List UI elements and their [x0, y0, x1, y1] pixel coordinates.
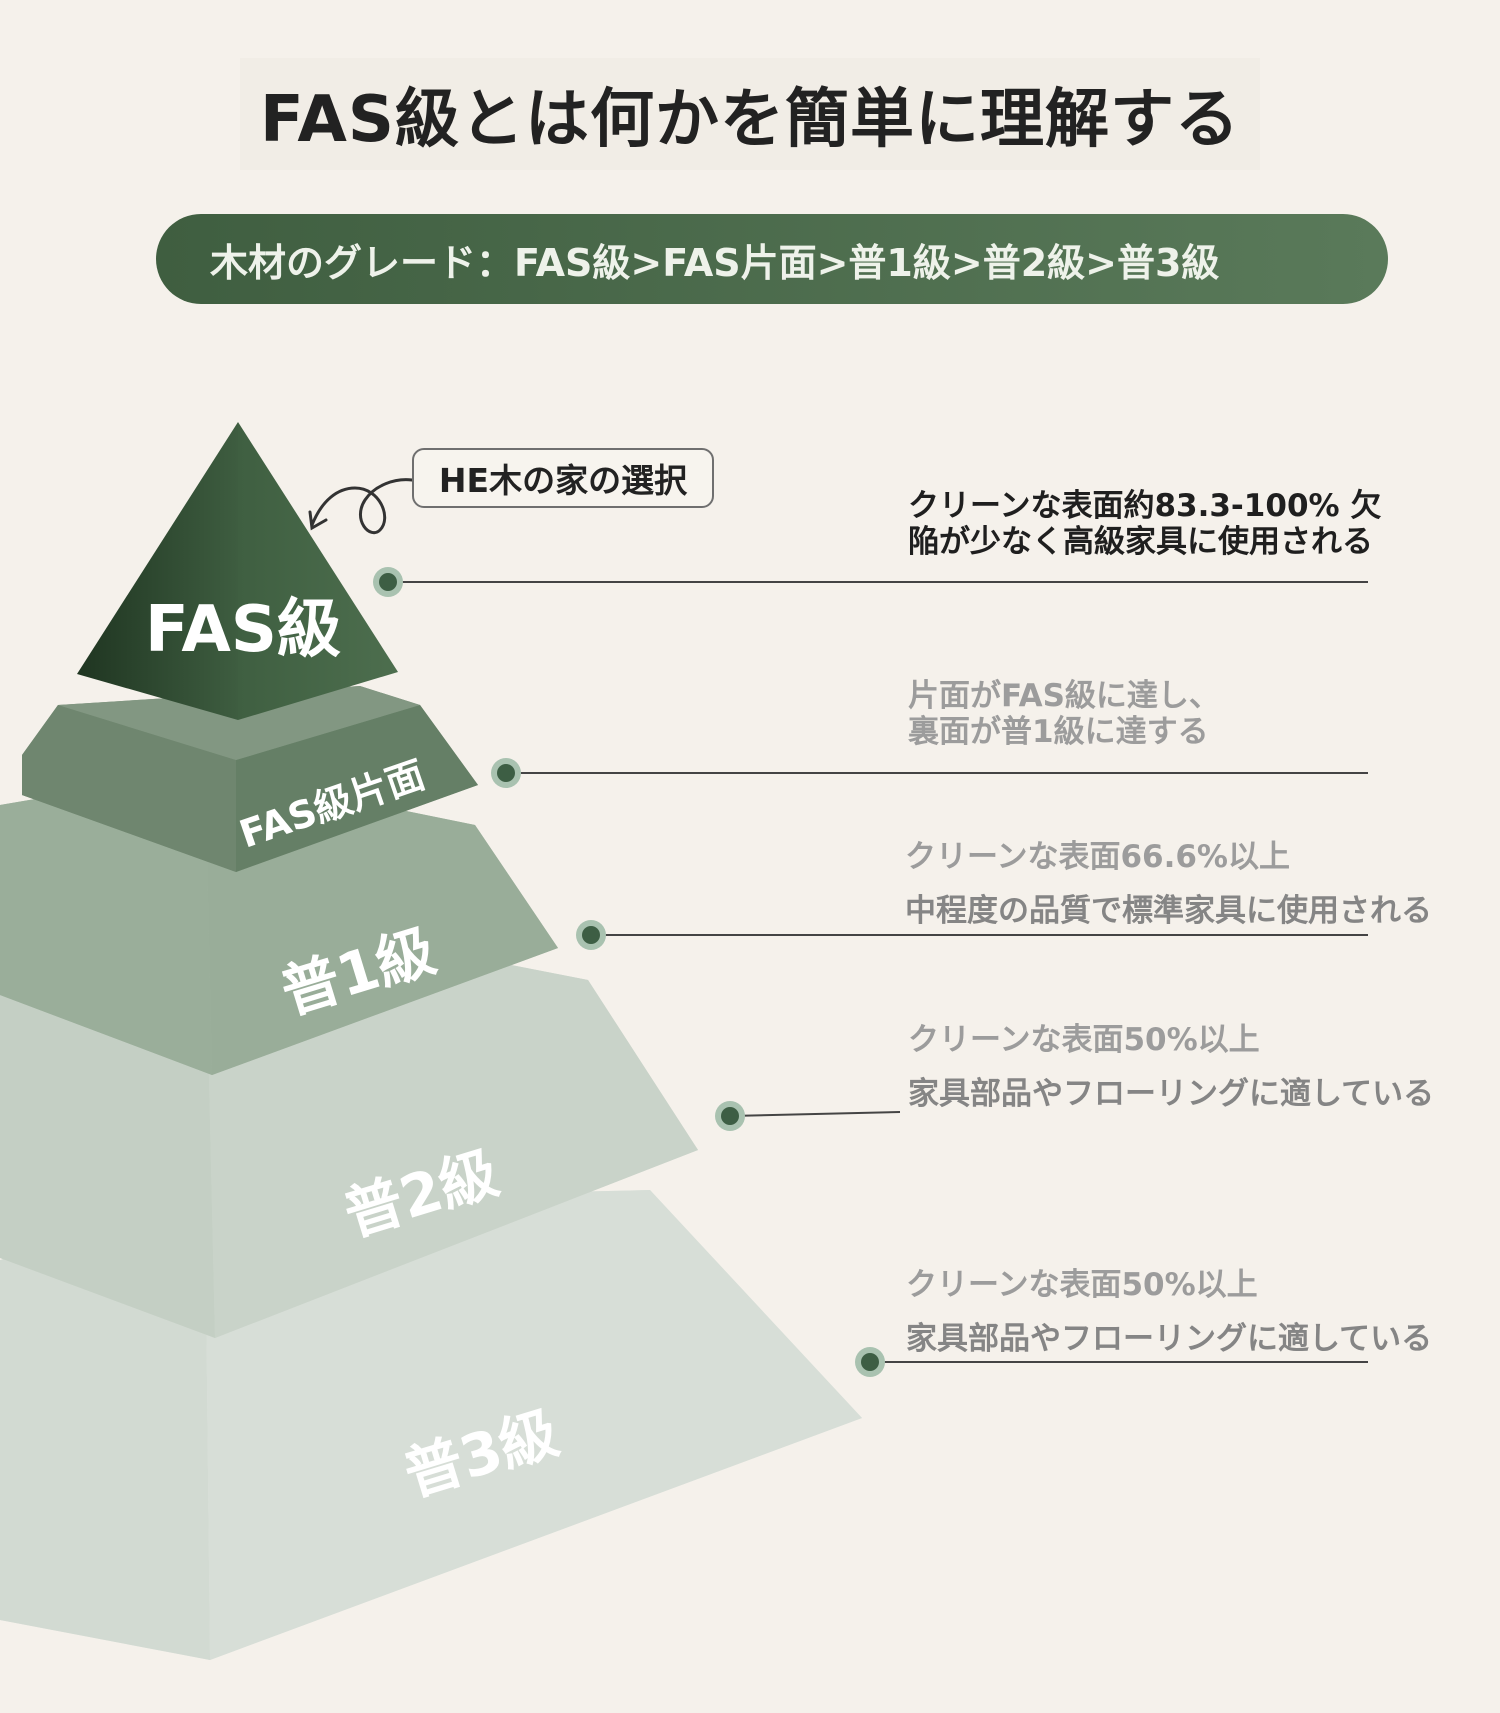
tier-1-description: クリーンな表面約83.3-100% 欠 陥が少なく高級家具に使用される	[908, 488, 1381, 560]
tier-3-description: クリーンな表面66.6%以上 中程度の品質で標準家具に使用される	[905, 830, 1432, 938]
tier-4-desc-line-2: 家具部品やフローリングに適している	[908, 1076, 1435, 1112]
page-title: FAS級とは何かを簡単に理解する	[260, 83, 1240, 157]
he-choice-callout: HE木の家の選択	[412, 448, 714, 508]
tier-5-description: クリーンな表面50%以上 家具部品やフローリングに適している	[906, 1258, 1432, 1366]
tier-2-desc-line-1: 片面がFAS級に達し、	[908, 678, 1220, 714]
leader-4	[715, 1101, 901, 1131]
tier-2-desc-line-2: 裏面が普1級に達する	[908, 714, 1209, 750]
tier-2-shape	[22, 686, 478, 872]
tier-2-description: 片面がFAS級に達し、 裏面が普1級に達する	[908, 678, 1220, 750]
tier-1-shape	[77, 422, 398, 720]
tier-5-desc-line-1: クリーンな表面50%以上	[906, 1267, 1258, 1303]
tier-1-desc-line-2: 陥が少なく高級家具に使用される	[908, 524, 1373, 560]
tier-3-desc-line-2: 中程度の品質で標準家具に使用される	[905, 893, 1432, 929]
tier-4-desc-line-1: クリーンな表面50%以上	[908, 1022, 1260, 1058]
callout-arrow	[308, 478, 414, 535]
tier-1-desc-line-1: クリーンな表面約83.3-100% 欠	[908, 488, 1382, 524]
tier-5-desc-line-2: 家具部品やフローリングに適している	[906, 1321, 1433, 1357]
tier-3-desc-line-1: クリーンな表面66.6%以上	[905, 839, 1290, 875]
tier-4-description: クリーンな表面50%以上 家具部品やフローリングに適している	[908, 1013, 1434, 1121]
he-choice-text: HE木の家の選択	[438, 461, 688, 500]
leader-3	[576, 920, 1368, 950]
leader-2	[491, 758, 1368, 788]
grade-banner-text: 木材のグレード：FAS級>FAS片面>普1級>普2級>普3級	[210, 240, 1220, 285]
leader-1	[373, 567, 1368, 597]
grade-banner: 木材のグレード：FAS級>FAS片面>普1級>普2級>普3級	[156, 214, 1388, 304]
leader-5	[855, 1347, 1368, 1377]
tier-1-label: FAS級	[145, 593, 341, 667]
title-panel: FAS級とは何かを簡単に理解する	[240, 58, 1260, 170]
